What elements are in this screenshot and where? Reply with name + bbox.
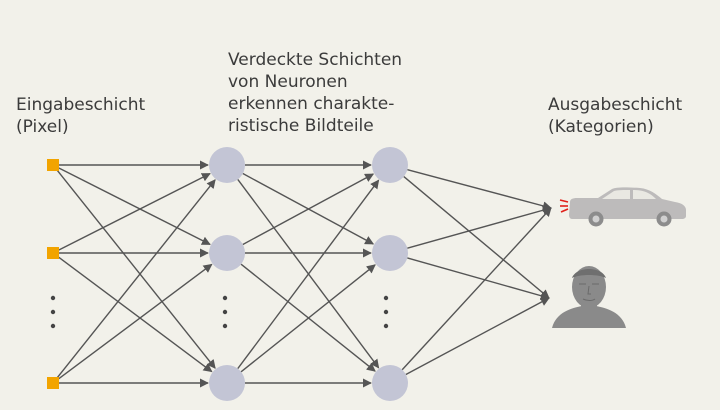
edge-hidden2-2-output-1 <box>405 297 550 376</box>
edge-input-2-hidden1-1 <box>57 263 213 380</box>
edge-hidden2-1-output-0 <box>407 205 552 249</box>
edge-hidden2-0-output-0 <box>407 168 552 211</box>
hidden2-neuron-1 <box>372 235 408 271</box>
hidden1-neuron-2 <box>209 365 245 401</box>
hidden1-neuron-0 <box>209 147 245 183</box>
edge-hidden2-2-output-0 <box>401 207 552 371</box>
edge-hidden1-2-hidden2-1 <box>240 264 376 373</box>
vertical-ellipsis-icon <box>222 295 228 329</box>
input-pixel-node-2 <box>47 377 59 389</box>
taillight-lines-icon <box>559 199 569 213</box>
edge-hidden2-1-output-1 <box>407 257 550 301</box>
network-nodes <box>47 147 408 401</box>
edge-hidden1-2-hidden2-0 <box>237 179 380 370</box>
edge-hidden1-1-hidden2-0 <box>242 173 375 246</box>
hidden1-neuron-1 <box>209 235 245 271</box>
edge-input-0-hidden1-1 <box>58 167 211 246</box>
vertical-ellipsis-icon <box>50 295 56 329</box>
car-icon <box>559 187 686 227</box>
edge-input-0-hidden1-2 <box>56 169 216 369</box>
output-layer-label: Ausgabeschicht (Kategorien) <box>548 95 683 137</box>
vertical-ellipsis-icon <box>383 295 389 329</box>
edge-input-1-hidden1-0 <box>58 172 211 251</box>
person-head-icon <box>552 266 626 328</box>
edge-input-2-hidden1-0 <box>56 179 216 379</box>
edge-hidden2-0-output-1 <box>403 176 550 299</box>
input-pixel-node-0 <box>47 159 59 171</box>
connection-arrows <box>56 160 552 388</box>
hidden-layers-label: Verdeckte Schichten von Neuronen erkenne… <box>228 50 403 136</box>
input-layer-label: Eingabeschicht (Pixel) <box>16 95 146 137</box>
edge-input-1-hidden1-2 <box>57 256 213 373</box>
hidden2-neuron-2 <box>372 365 408 401</box>
hidden2-neuron-0 <box>372 147 408 183</box>
input-pixel-node-1 <box>47 247 59 259</box>
